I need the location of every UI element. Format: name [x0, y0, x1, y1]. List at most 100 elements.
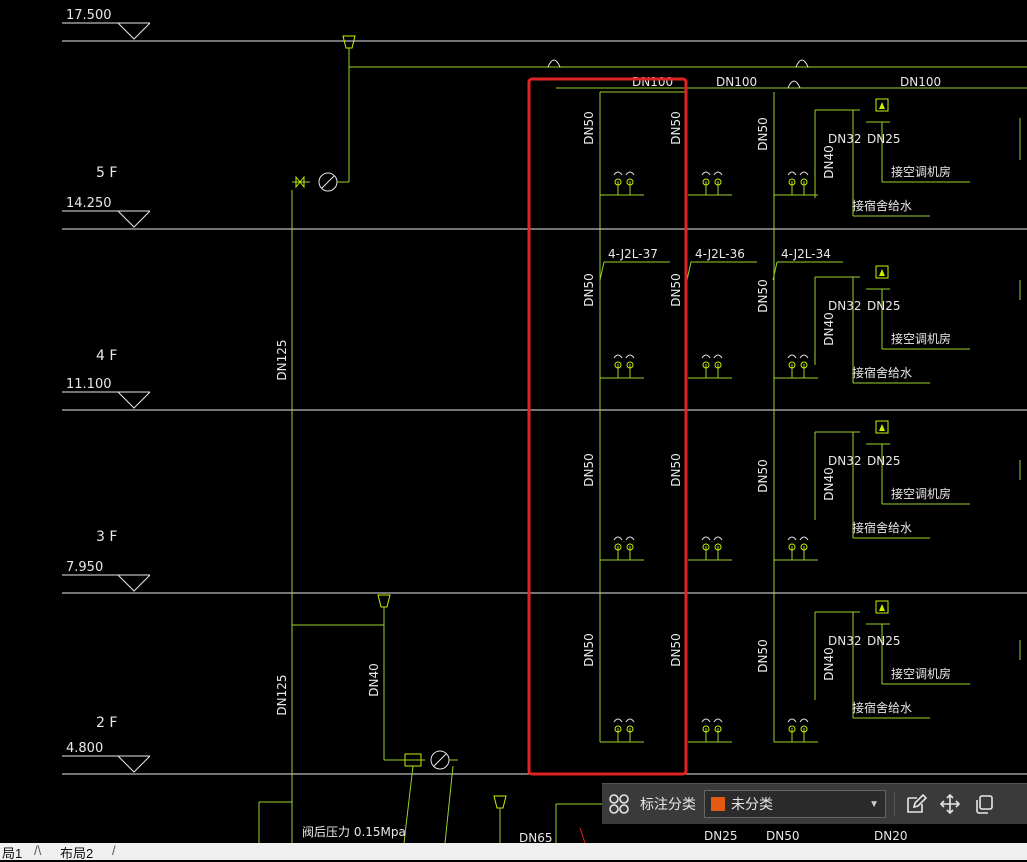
elevation-label: 7.950: [66, 560, 103, 575]
pipe-size-label: DN50: [756, 279, 770, 313]
pipe-size-label: DN25: [867, 132, 901, 146]
fixture-valve-icon: [626, 178, 634, 186]
fixture-valve-icon: [702, 361, 710, 369]
fixture-valve-icon: [614, 543, 622, 551]
fixture-valve-icon: [800, 361, 808, 369]
fixture-valve-icon: [714, 725, 722, 733]
marker-tick: [579, 827, 586, 844]
ac-room-label: 接空调机房: [891, 486, 951, 501]
pipe-size-label: DN50: [669, 453, 683, 487]
fixture-tap-icon: [613, 718, 623, 723]
elevation-triangle: [117, 391, 151, 409]
dorm-water-label: 接宿舍给水: [852, 520, 912, 535]
air-vent-icon: [879, 604, 885, 611]
fixture-valve-icon: [714, 178, 722, 186]
pipe-size-label: DN50: [582, 453, 596, 487]
expansion-joint-icon: [795, 59, 809, 68]
elevation-label: 14.250: [66, 196, 112, 211]
fixture-tap-icon: [613, 171, 623, 176]
fixture-tap-icon: [613, 536, 623, 541]
tab-divider-icon: /\: [34, 843, 42, 858]
fixture-valve-icon: [800, 725, 808, 733]
toolbar-divider: [894, 792, 895, 816]
fixture-valve-icon: [800, 543, 808, 551]
fixture-tap-icon: [713, 354, 723, 359]
pipe-size-label: DN32: [828, 299, 862, 313]
fixture-tap-icon: [625, 718, 635, 723]
pipe-size-label: DN50: [582, 111, 596, 145]
pipe-size-label: DN50: [756, 117, 770, 151]
pipe-size-label: DN50: [669, 273, 683, 307]
fixture-tap-icon: [701, 354, 711, 359]
fixture-valve-icon: [702, 178, 710, 186]
pipe-size-label: DN32: [828, 634, 862, 648]
fixture-tap-icon: [625, 536, 635, 541]
elevation-triangle: [117, 574, 151, 592]
air-vent-icon: [342, 35, 356, 49]
fixture-valve-icon: [702, 725, 710, 733]
fixture-tap-icon: [625, 354, 635, 359]
elevation-label: 17.500: [66, 8, 112, 23]
annotation-toolbar: 标注分类 未分类 ▼: [602, 783, 1027, 824]
branch-pipe: [403, 765, 414, 844]
pressure-gauge-icon: [433, 753, 447, 767]
pipe-size-label: DN40: [822, 467, 836, 501]
fixture-tap-icon: [701, 718, 711, 723]
copy-icon[interactable]: [967, 787, 1001, 821]
fixture-valve-icon: [626, 725, 634, 733]
fixture-tap-icon: [625, 171, 635, 176]
tab-end-divider-icon: /: [112, 843, 116, 858]
pipe-size-label: DN40: [367, 663, 381, 697]
tab-layout-2[interactable]: 布局2: [60, 846, 94, 861]
expansion-joint-icon: [547, 59, 561, 68]
riser-id-leader: [599, 261, 605, 281]
elevation-triangle: [117, 755, 151, 773]
pipe-size-label: DN25: [867, 454, 901, 468]
fixture-tap-icon: [787, 536, 797, 541]
dorm-water-label: 接宿舍给水: [852, 700, 912, 715]
tab-layout-1[interactable]: 局1: [2, 846, 23, 861]
pipe-size-label: DN50: [582, 633, 596, 667]
air-vent-icon: [493, 795, 507, 809]
pipe-size-label: DN100: [632, 75, 673, 89]
pipe-size-label: DN100: [716, 75, 757, 89]
expansion-joint-icon: [787, 80, 801, 89]
edit-icon[interactable]: [899, 787, 933, 821]
fixture-tap-icon: [787, 718, 797, 723]
riser-id-label: 4-J2L-37: [608, 247, 658, 261]
fixture-tap-icon: [787, 171, 797, 176]
fixture-tap-icon: [799, 354, 809, 359]
fixture-tap-icon: [713, 536, 723, 541]
fixture-tap-icon: [701, 536, 711, 541]
pipe-size-label: DN50: [756, 639, 770, 673]
fixture-valve-icon: [714, 361, 722, 369]
fixture-tap-icon: [713, 718, 723, 723]
branch-pipe: [444, 765, 454, 844]
floor-label: 5 F: [96, 165, 117, 181]
fixture-valve-icon: [788, 361, 796, 369]
fixture-valve-icon: [788, 178, 796, 186]
fixture-valve-icon: [788, 725, 796, 733]
ac-room-label: 接空调机房: [891, 666, 951, 681]
dorm-water-label: 接宿舍给水: [852, 365, 912, 380]
elevation-triangle: [117, 22, 151, 40]
pipe-size-label: DN40: [822, 647, 836, 681]
air-vent-icon: [875, 600, 889, 614]
riser-id-leader: [772, 261, 778, 281]
elevation-label: 4.800: [66, 741, 103, 756]
pressure-label: 阀后压力 0.15Mpa: [302, 825, 406, 839]
pressure-gauge-icon: [321, 175, 335, 189]
gate-valve-icon: [295, 175, 305, 189]
fixture-valve-icon: [614, 178, 622, 186]
grid-icon[interactable]: [602, 787, 636, 821]
move-icon[interactable]: [933, 787, 967, 821]
air-vent-icon: [875, 420, 889, 434]
category-select[interactable]: 未分类 ▼: [704, 790, 886, 818]
pipe-size-label: DN50: [582, 273, 596, 307]
floor-label: 2 F: [96, 715, 117, 731]
air-vent-icon: [875, 265, 889, 279]
pipe-size-label: DN50: [669, 633, 683, 667]
category-selected: 未分类: [731, 796, 773, 812]
ac-room-label: 接空调机房: [891, 331, 951, 346]
